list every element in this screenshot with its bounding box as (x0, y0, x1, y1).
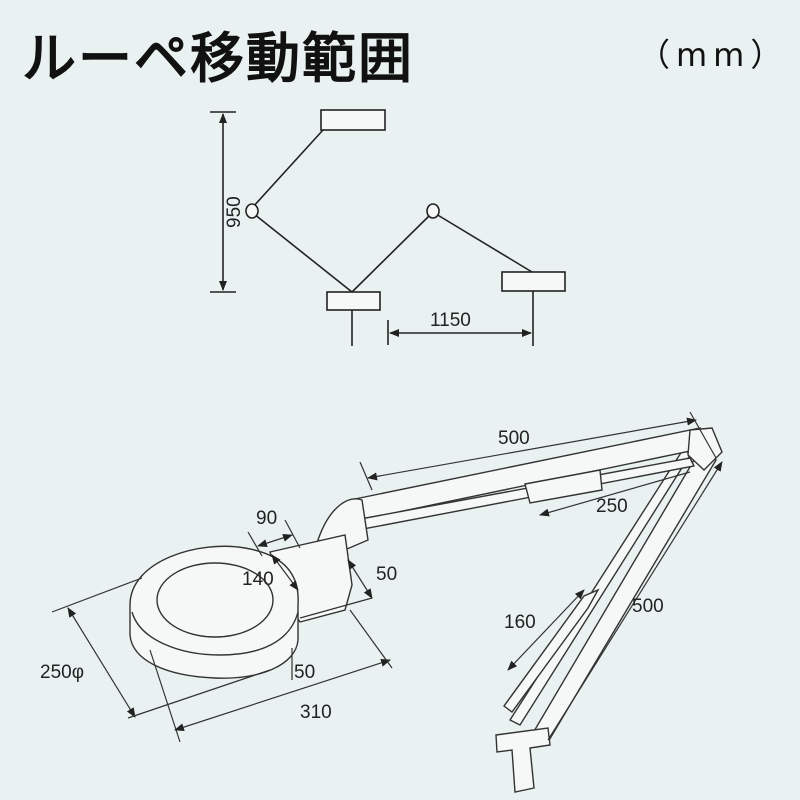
upper-arm (348, 427, 716, 521)
lens-position-top (320, 109, 386, 131)
arm-segment (253, 213, 353, 293)
label-upper-arm: 500 (498, 428, 530, 449)
page-title: ルーペ移動範囲 (22, 27, 414, 90)
dim-310 (174, 658, 391, 732)
label-ring-height: 50 (294, 662, 315, 683)
magnifier-lens (156, 562, 274, 638)
dim-500-upper (367, 417, 697, 481)
label-ring-length: 310 (300, 702, 332, 723)
lamp-dimension-lines (51, 411, 723, 743)
unit-label: （mm） (638, 36, 789, 74)
label-head-depth: 140 (242, 569, 274, 590)
clamp (495, 727, 551, 793)
ring-edge (131, 611, 299, 656)
dim-160 (507, 589, 585, 671)
joint-left (245, 203, 259, 219)
label-1150: 1150 (430, 310, 471, 331)
label-lens-diameter: 250φ (40, 662, 84, 683)
label-950: 950 (224, 196, 245, 228)
dim-250-diameter (67, 607, 136, 718)
label-upper-spring: 250 (596, 496, 628, 517)
dim-90 (257, 533, 293, 548)
dim-50-head (347, 559, 373, 599)
arm-segment (435, 213, 533, 273)
joint-right (426, 203, 440, 219)
dim-140 (271, 554, 299, 591)
arm-segment (251, 129, 324, 209)
label-lower-spring: 160 (504, 612, 536, 633)
arm-segment (351, 214, 431, 293)
dim-500-lower (547, 461, 723, 741)
dim-250-upper (539, 471, 691, 517)
label-lower-arm: 500 (632, 596, 664, 617)
label-head-height: 50 (376, 564, 397, 585)
lens-position-right (501, 271, 566, 292)
range-diagram (210, 109, 566, 346)
base-left (326, 291, 381, 311)
label-head-width: 90 (256, 508, 277, 529)
